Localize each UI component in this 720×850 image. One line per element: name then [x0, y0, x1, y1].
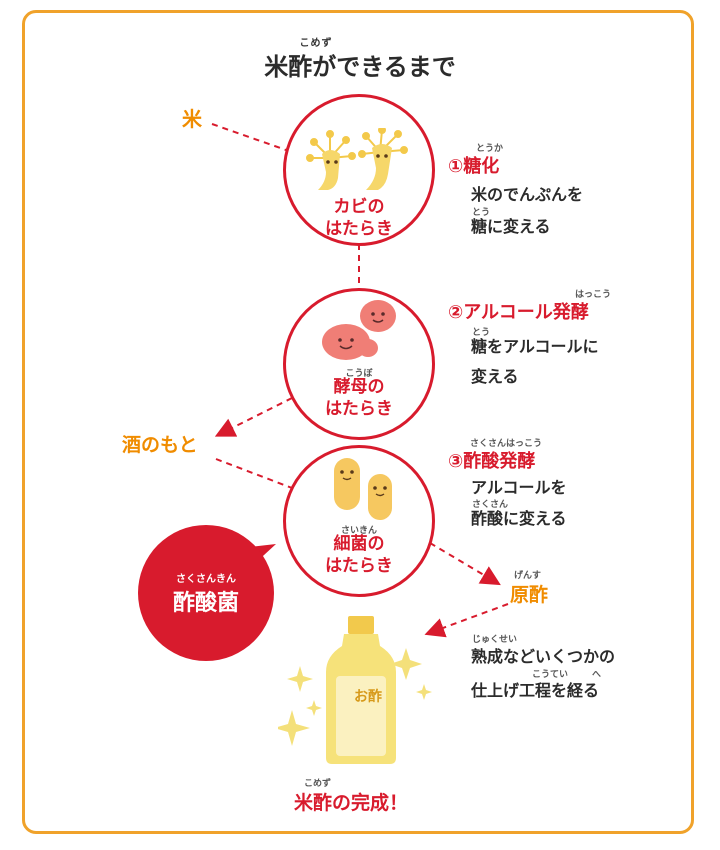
bacteria-label-line1: 細菌の — [283, 533, 435, 555]
final-label: 米酢の完成！ — [294, 788, 408, 815]
step3-title: ③酢酸発酵 — [448, 447, 535, 473]
mold-illustration — [300, 128, 420, 198]
step1-desc-line2: 糖に変える — [471, 212, 551, 242]
step2-title: ②アルコール発酵 — [448, 298, 589, 324]
arrow-yeast-to-sake — [222, 398, 292, 433]
line-rice-to-mold — [212, 124, 286, 150]
yeast-label-line1: 酵母の — [283, 376, 435, 398]
yeast-illustration — [312, 296, 412, 366]
acetic-bacteria-bubble: さくさんきん 酢酸菌 — [138, 525, 274, 661]
raw-vinegar-label: 原酢 — [510, 580, 548, 607]
step2-desc-line2: 変える — [471, 362, 519, 392]
mold-label-line2: はたらき — [283, 218, 435, 240]
mold-label: カビの はたらき — [283, 196, 435, 240]
bubble-ruby: さくさんきん — [138, 570, 274, 585]
bacteria-label-line2: はたらき — [283, 555, 435, 577]
step3-desc-line2: 酢酸に変える — [471, 504, 567, 534]
title-block: こめず 米酢ができるまで — [0, 34, 720, 82]
arrow-bacteria-to-raw-vinegar — [430, 543, 494, 581]
yeast-label-line2: はたらき — [283, 398, 435, 420]
yeast-label: 酵母の はたらき — [283, 376, 435, 420]
bacteria-label: 細菌の はたらき — [283, 533, 435, 577]
page-title: 米酢ができるまで — [0, 47, 720, 82]
process-line2: 仕上げ工程を経る — [471, 676, 599, 706]
mold-label-line1: カビの — [283, 196, 435, 218]
arrow-raw-vinegar-to-bottle — [432, 604, 508, 632]
step1-title: ①糖化 — [448, 152, 499, 178]
step2-desc-line1: 糖をアルコールに — [471, 332, 599, 362]
line-sake-to-bacteria — [216, 459, 292, 488]
rice-label: 米 — [182, 103, 202, 132]
title-ruby: こめず — [0, 34, 676, 49]
sake-base-label: 酒のもと — [122, 430, 198, 457]
bacteria-illustration — [326, 452, 406, 526]
bottle-label: お酢 — [352, 688, 384, 706]
bubble-label: 酢酸菌 — [138, 585, 274, 617]
